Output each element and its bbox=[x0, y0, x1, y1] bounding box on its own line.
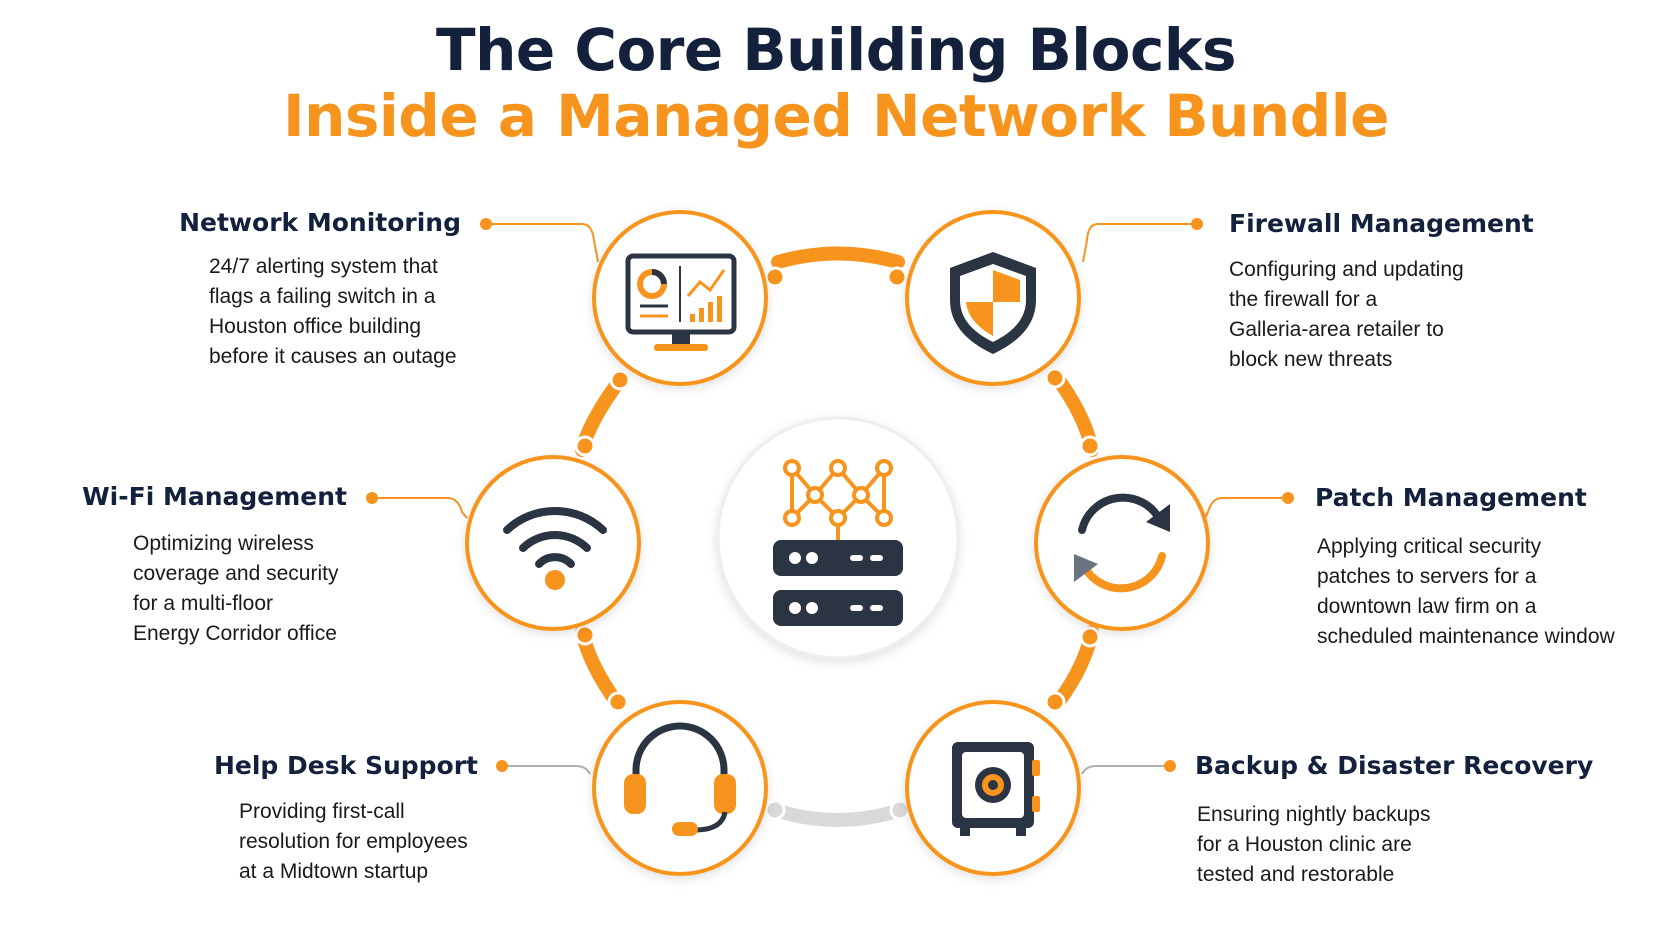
label-network-monitoring: Network Monitoring bbox=[179, 208, 461, 237]
ring-dot bbox=[607, 691, 629, 713]
ring-arc-top bbox=[771, 246, 905, 269]
label-wifi-management: Wi-Fi Management bbox=[82, 482, 347, 511]
desc-line: for a Houston clinic are bbox=[1197, 833, 1412, 856]
desc-line: downtown law firm on a bbox=[1317, 595, 1537, 618]
ring-dot bbox=[574, 435, 596, 457]
center-node bbox=[716, 416, 960, 660]
label-firewall-management: Firewall Management bbox=[1229, 209, 1534, 238]
desc-line: resolution for employees bbox=[239, 830, 468, 853]
desc-line: scheduled maintenance window bbox=[1317, 625, 1615, 648]
leader-wifi-management bbox=[372, 497, 468, 519]
node-help-desk-support bbox=[592, 700, 768, 876]
ring-dot bbox=[764, 799, 786, 821]
page-subtitle: Inside a Managed Network Bundle bbox=[283, 82, 1389, 150]
leader-backup bbox=[1081, 765, 1170, 775]
node-firewall-management bbox=[905, 210, 1081, 386]
ring-dot bbox=[1079, 435, 1101, 457]
leader-patch-management bbox=[1204, 497, 1288, 519]
desc-line: flags a failing switch in a bbox=[209, 285, 436, 308]
desc-line: Ensuring nightly backups bbox=[1197, 803, 1431, 826]
ring-dot bbox=[889, 799, 911, 821]
wifi-icon bbox=[503, 506, 607, 590]
desc-line: coverage and security bbox=[133, 562, 339, 585]
refresh-icon bbox=[1074, 493, 1170, 593]
desc-wifi-management: Optimizing wireless coverage and securit… bbox=[133, 529, 338, 649]
desc-line: Galleria-area retailer to bbox=[1229, 318, 1444, 341]
leader-dot bbox=[496, 760, 508, 772]
node-backup-disaster-recovery bbox=[905, 700, 1081, 876]
leader-dot bbox=[1164, 760, 1176, 772]
network-server-icon bbox=[773, 459, 903, 626]
label-help-desk-support: Help Desk Support bbox=[213, 751, 478, 780]
desc-firewall-management: Configuring and updating the firewall fo… bbox=[1229, 255, 1464, 375]
desc-line: Applying critical security bbox=[1317, 535, 1542, 558]
leader-dot bbox=[480, 218, 492, 230]
node-wifi-management bbox=[465, 455, 641, 631]
ring-dot bbox=[609, 369, 631, 391]
desc-line: block new threats bbox=[1229, 348, 1393, 371]
ring-arc-bottom bbox=[768, 803, 907, 827]
desc-line: Providing first-call bbox=[239, 800, 405, 823]
desc-line: Optimizing wireless bbox=[133, 532, 314, 555]
desc-help-desk-support: Providing first-call resolution for empl… bbox=[239, 797, 468, 887]
desc-backup-disaster-recovery: Ensuring nightly backups for a Houston c… bbox=[1197, 800, 1430, 890]
desc-line: Houston office building bbox=[209, 315, 422, 338]
leader-network-monitoring bbox=[486, 223, 599, 263]
ring-dot bbox=[764, 266, 786, 288]
node-patch-management bbox=[1034, 455, 1210, 631]
leader-dot bbox=[1282, 492, 1294, 504]
page-title: The Core Building Blocks bbox=[436, 16, 1237, 84]
desc-line: at a Midtown startup bbox=[239, 860, 429, 883]
desc-line: for a multi-floor bbox=[133, 592, 274, 615]
label-backup-disaster-recovery: Backup & Disaster Recovery bbox=[1195, 751, 1594, 780]
desc-line: patches to servers for a bbox=[1317, 565, 1537, 588]
desc-line: 24/7 alerting system that bbox=[209, 255, 438, 278]
label-patch-management: Patch Management bbox=[1315, 483, 1587, 512]
desc-line: Energy Corridor office bbox=[133, 622, 337, 645]
ring-dot bbox=[1044, 367, 1066, 389]
desc-network-monitoring: 24/7 alerting system that flags a failin… bbox=[209, 252, 457, 372]
ring-dot bbox=[1044, 691, 1066, 713]
ring-dot bbox=[574, 624, 596, 646]
desc-line: tested and restorable bbox=[1197, 863, 1395, 886]
node-network-monitoring bbox=[592, 210, 768, 386]
desc-line: before it causes an outage bbox=[209, 345, 457, 368]
desc-patch-management: Applying critical security patches to se… bbox=[1317, 532, 1615, 652]
leader-dot bbox=[1191, 218, 1203, 230]
monitor-dashboard-icon bbox=[625, 253, 737, 351]
leader-dot bbox=[366, 492, 378, 504]
safe-icon bbox=[952, 742, 1040, 836]
headset-icon bbox=[624, 722, 736, 836]
desc-line: Configuring and updating bbox=[1229, 258, 1464, 281]
leader-help-desk bbox=[502, 765, 591, 775]
shield-icon bbox=[950, 252, 1036, 354]
desc-line: the firewall for a bbox=[1229, 288, 1378, 311]
ring-dot bbox=[886, 266, 908, 288]
leader-firewall-management bbox=[1082, 223, 1197, 263]
ring-dot bbox=[1079, 626, 1101, 648]
